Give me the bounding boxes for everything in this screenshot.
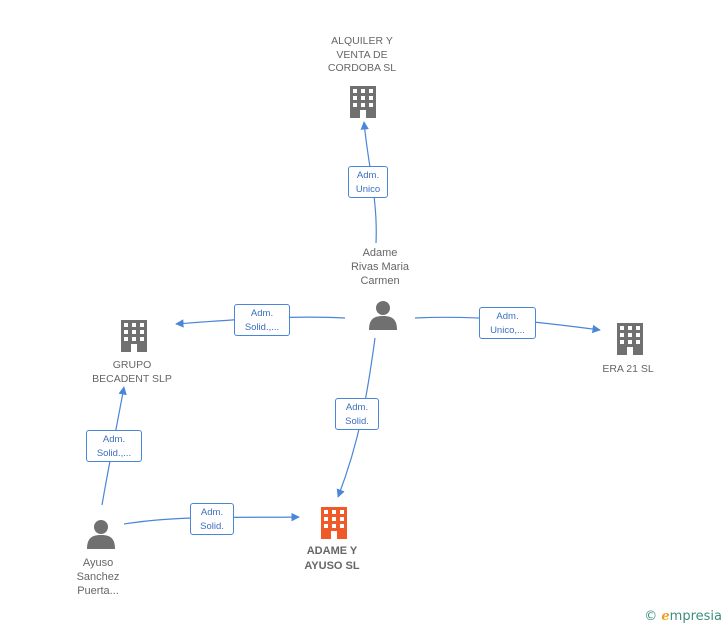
edge-label-adm-unico-more[interactable]: Adm. Unico,...: [479, 307, 536, 339]
edge-label-line2: Solid.,...: [96, 448, 132, 459]
node-label-alquiler[interactable]: ALQUILER Y VENTA DE CORDOBA SL: [327, 35, 397, 74]
edge-label-line1: Adm.: [356, 170, 380, 181]
building-icon: [350, 86, 376, 118]
edge-label-line1: Adm.: [250, 308, 274, 319]
edge-label-adm-solid[interactable]: Adm. Solid.: [190, 503, 234, 535]
copyright-symbol: ©: [644, 609, 658, 624]
brand-initial: e: [661, 609, 670, 624]
node-label-adame-rivas[interactable]: Adame Rivas Maria Carmen: [350, 247, 410, 287]
empresia-logo: © empresia: [644, 609, 722, 624]
node-label-adame-ayuso[interactable]: ADAME Y AYUSO SL: [304, 545, 360, 572]
edge-label-line2: Solid.: [345, 416, 369, 427]
node-label-era21[interactable]: ERA 21 SL: [602, 363, 654, 375]
node-label-grupo-becadent[interactable]: GRUPO BECADENT SLP: [92, 359, 172, 385]
edge-label-adm-solid-more[interactable]: Adm. Solid.,...: [86, 430, 142, 462]
edge-label-adm-solid[interactable]: Adm. Solid.: [335, 398, 379, 430]
edge-label-line1: Adm.: [345, 402, 369, 413]
building-icon: [321, 507, 347, 539]
node-label-ayuso-sanchez[interactable]: Ayuso Sanchez Puerta...: [76, 557, 120, 597]
edge-label-line2: Solid.,...: [244, 322, 280, 333]
brand-name: mpresia: [669, 609, 722, 624]
edge-label-line1: Adm.: [102, 434, 126, 445]
edge-label-adm-unico[interactable]: Adm. Unico: [348, 166, 388, 198]
edge-label-adm-solid[interactable]: Adm. Solid.,...: [234, 304, 290, 336]
person-icon: [369, 301, 397, 330]
edge-label-line2: Unico,...: [490, 325, 525, 336]
edge-label-line1: Adm.: [200, 507, 224, 518]
edge-label-line1: Adm.: [496, 311, 519, 322]
edge-label-line2: Solid.: [200, 521, 224, 532]
edge-label-line2: Unico: [355, 184, 381, 195]
building-icon: [617, 323, 643, 355]
building-icon: [121, 320, 147, 352]
person-icon: [87, 520, 115, 549]
